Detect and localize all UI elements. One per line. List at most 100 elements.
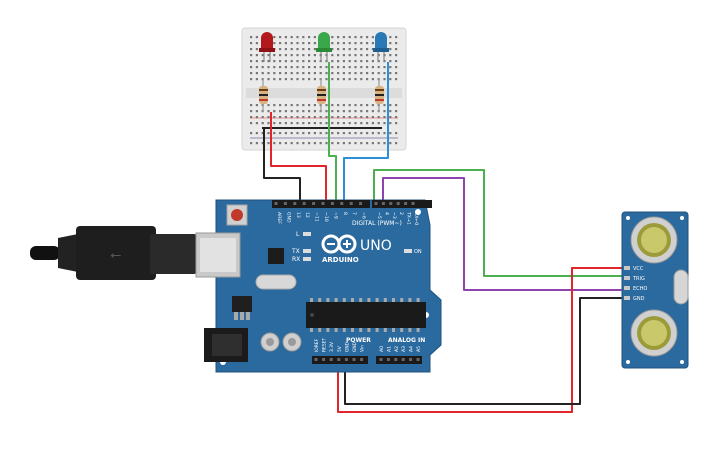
breadboard-hole <box>354 36 357 39</box>
breadboard-hole <box>395 48 398 51</box>
breadboard-hole <box>395 116 398 119</box>
breadboard-hole <box>354 54 357 57</box>
breadboard-hole <box>371 66 374 69</box>
chip-pin <box>326 328 330 332</box>
breadboard-hole <box>389 72 392 75</box>
chip-pin <box>367 298 371 302</box>
breadboard-hole <box>360 142 363 145</box>
breadboard-hole <box>250 72 253 75</box>
power-pin-label: GND <box>352 341 358 352</box>
header-hole <box>314 358 318 361</box>
breadboard-hole <box>383 78 386 81</box>
led-red-rim <box>259 48 275 52</box>
power-label: POWER <box>346 337 371 344</box>
regulator-pin-1 <box>234 312 238 320</box>
digital-pin-label: ~5 <box>376 212 382 219</box>
breadboard-hole <box>360 48 363 51</box>
breadboard-hole <box>284 78 287 81</box>
header-hole <box>394 358 398 361</box>
breadboard-hole <box>284 122 287 125</box>
breadboard-hole <box>366 42 369 45</box>
digital-pin-label: 2 <box>398 212 404 215</box>
breadboard-hole <box>296 54 299 57</box>
breadboard-hole <box>377 122 380 125</box>
breadboard-hole <box>313 42 316 45</box>
breadboard-hole <box>308 42 311 45</box>
header-hole <box>360 358 364 361</box>
header-hole <box>330 202 334 205</box>
breadboard-hole <box>279 42 282 45</box>
breadboard-hole <box>308 60 311 63</box>
breadboard-hole <box>308 122 311 125</box>
breadboard-hole <box>255 78 258 81</box>
header-hole <box>340 202 344 205</box>
analog-pin-label: A2 <box>394 346 400 352</box>
breadboard-hole <box>348 72 351 75</box>
reset-button-cap <box>231 209 243 221</box>
board-led-rx <box>303 257 311 261</box>
breadboard-hole <box>342 122 345 125</box>
header-hole <box>293 202 297 205</box>
breadboard-hole <box>325 110 328 113</box>
breadboard-hole <box>371 48 374 51</box>
chip-pin <box>416 328 420 332</box>
chip-pin <box>318 298 322 302</box>
analog-pin-label: A5 <box>416 346 422 352</box>
breadboard-hole <box>325 132 328 135</box>
breadboard-hole <box>296 60 299 63</box>
atmega-notch <box>310 313 314 317</box>
breadboard-hole <box>331 60 334 63</box>
breadboard-hole <box>348 36 351 39</box>
breadboard-hole <box>342 110 345 113</box>
digital-pin-label: RX←0 <box>413 212 419 225</box>
usb-port-inner <box>200 238 236 272</box>
header-hole <box>344 358 348 361</box>
board-led-tx <box>303 249 311 253</box>
breadboard-hole <box>250 66 253 69</box>
breadboard-hole <box>255 104 258 107</box>
breadboard-hole <box>319 132 322 135</box>
breadboard-hole <box>290 36 293 39</box>
wire-blue-pin9 <box>343 62 389 200</box>
header-hole <box>374 202 378 205</box>
breadboard-hole <box>290 104 293 107</box>
breadboard-hole <box>250 42 253 45</box>
chip-pin <box>318 328 322 332</box>
breadboard-hole <box>348 66 351 69</box>
breadboard-hole <box>296 132 299 135</box>
sensor-pin-label: VCC <box>633 266 644 272</box>
sensor-pin <box>624 286 630 290</box>
resistor-3-band-c <box>375 99 384 101</box>
arduino-logo-icon <box>321 234 357 254</box>
breadboard-hole <box>255 122 258 125</box>
breadboard-hole <box>290 48 293 51</box>
breadboard-hole <box>395 54 398 57</box>
breadboard-hole <box>342 36 345 39</box>
breadboard-hole <box>354 42 357 45</box>
breadboard-hole <box>342 48 345 51</box>
breadboard-hole <box>279 132 282 135</box>
breadboard-hole <box>360 66 363 69</box>
breadboard-hole <box>279 60 282 63</box>
breadboard-hole <box>267 60 270 63</box>
breadboard-hole <box>302 48 305 51</box>
breadboard-hole <box>337 66 340 69</box>
breadboard-hole <box>308 142 311 145</box>
atmega-chip <box>306 302 426 328</box>
usb-plug-neck <box>150 234 196 274</box>
breadboard-hole <box>342 78 345 81</box>
breadboard-hole <box>383 122 386 125</box>
breadboard-hole <box>250 132 253 135</box>
digital-pin-label: ~6 <box>361 212 367 219</box>
breadboard-hole <box>354 104 357 107</box>
breadboard-hole <box>273 72 276 75</box>
breadboard-hole <box>308 110 311 113</box>
breadboard-hole <box>371 122 374 125</box>
breadboard-hole <box>261 116 264 119</box>
breadboard-hole <box>360 54 363 57</box>
sensor-hole-3 <box>626 360 630 364</box>
breadboard-hole <box>308 66 311 69</box>
breadboard-hole <box>302 116 305 119</box>
breadboard-hole <box>348 122 351 125</box>
